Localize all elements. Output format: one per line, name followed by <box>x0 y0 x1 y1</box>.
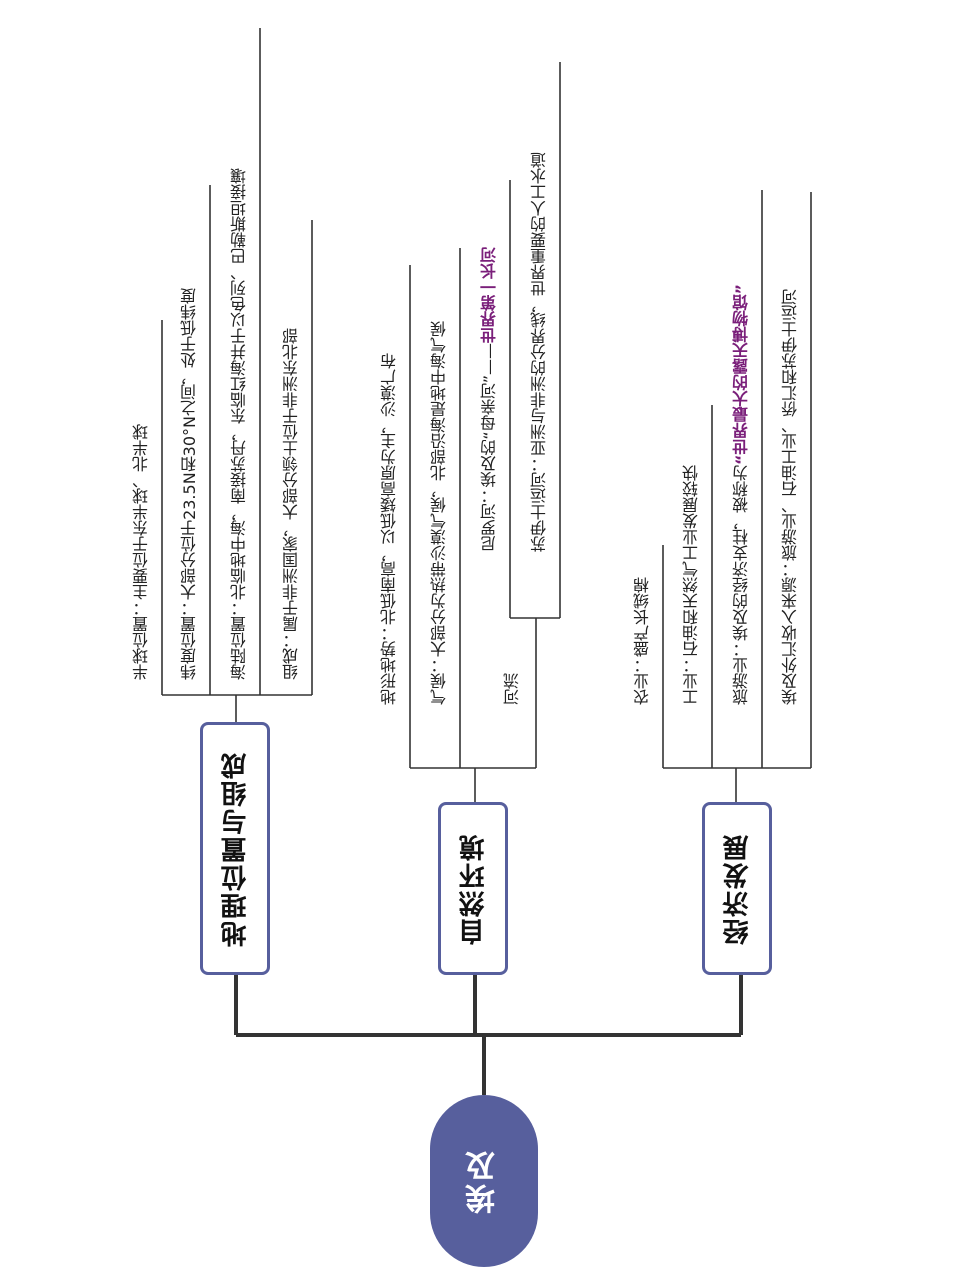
topic-economy[interactable]: 经济发展 <box>702 802 772 975</box>
root-label: 埃及 <box>466 1148 501 1214</box>
economy-item-tourism: 旅游业：埃及的经济支柱，被称为“世界最大的露天博物馆” <box>732 284 752 705</box>
geo-item-latitude: 纬度位置：大部分位于23.5N和30°N之间，处于低纬度 <box>180 288 199 680</box>
economy-item-income: 埃及外汇收入来源：旅游业、石油工业、侨汇和苏伊士运河 <box>781 289 800 705</box>
economy-item-industry: 工业：石油和天然气工业发展较快 <box>682 465 701 705</box>
geo-item-composition: 组成：属于非洲国家，大部分领土位于非洲东北部 <box>282 328 301 680</box>
nile-text: 尼罗河：埃及的“母亲河”—— <box>480 343 499 552</box>
topic-economy-label: 经济发展 <box>722 832 753 945</box>
topic-geo-location[interactable]: 地理位置与组成 <box>200 722 270 975</box>
geo-item-hemisphere: 半球位置：主要位于东半球、北半球 <box>132 424 151 680</box>
topic-geo-label: 地理位置与组成 <box>220 750 251 947</box>
river-item-nile: 尼罗河：埃及的“母亲河”——世界第一长河 <box>480 247 500 552</box>
nature-item-terrain: 地形地势：北低南高，以低矮高原为主，沙漠广布 <box>380 353 399 705</box>
river-label: 河流 <box>503 673 522 705</box>
nile-highlight: 世界第一长河 <box>480 247 499 344</box>
geo-item-land-sea: 海陆位置：北临地中海，南接苏丹，东临红海并于以色列、巴勒斯坦接壤 <box>230 168 249 680</box>
topic-nature-label: 自然环境 <box>458 832 489 945</box>
tourism-text: 旅游业：埃及的经济支柱，被称为 <box>732 465 751 705</box>
tourism-highlight: “世界最大的露天博物馆” <box>732 283 751 465</box>
economy-item-agriculture: 农业：盛产长绒棉 <box>633 577 652 705</box>
root-node[interactable]: 埃及 <box>430 1095 538 1267</box>
nature-item-climate: 气候：大部分为热带沙漠气候，北部沿海是地中海气候 <box>430 321 449 705</box>
river-item-suez: 苏伊士运河：亚洲与非洲的分界线，世界重要的人工水道 <box>530 152 549 552</box>
topic-natural-environment[interactable]: 自然环境 <box>438 802 508 975</box>
